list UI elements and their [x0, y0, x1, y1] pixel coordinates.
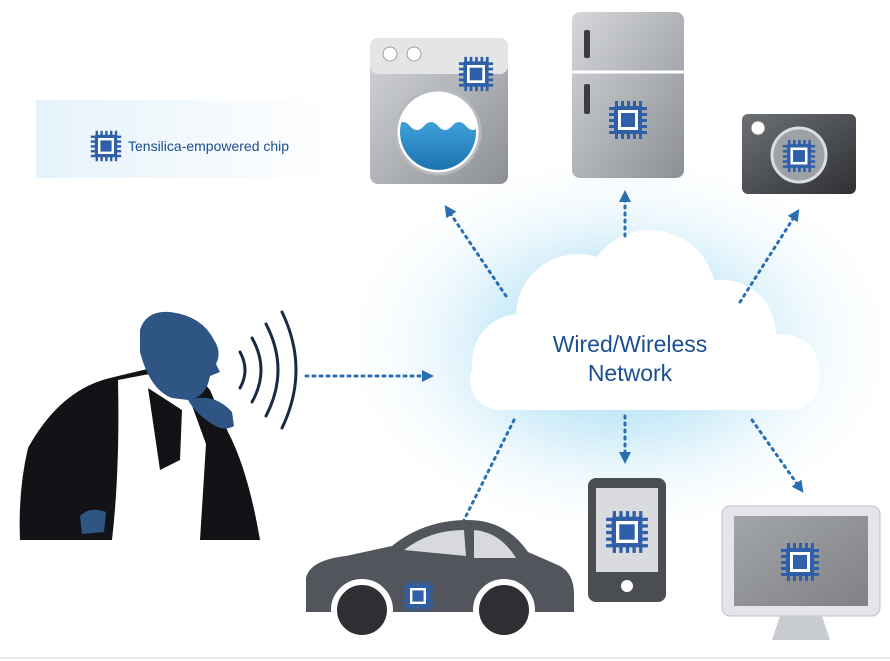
car-chip-icon	[402, 580, 434, 612]
arrow-to-camera	[738, 208, 800, 304]
smartphone	[588, 478, 666, 602]
washing-machine	[370, 38, 508, 184]
camera	[742, 114, 856, 194]
legend: Tensilica-empowered chip	[90, 130, 289, 162]
fridge-chip-icon	[609, 101, 647, 139]
cloud-shape	[470, 230, 820, 410]
monitor	[721, 505, 881, 640]
washer-chip-icon	[458, 56, 494, 92]
phone-chip-icon	[606, 511, 648, 553]
camera-chip-icon	[782, 139, 816, 173]
network-label: Wired/Wireless Network	[510, 330, 750, 388]
chip-icon	[90, 130, 122, 162]
car	[306, 520, 574, 641]
arrow-to-monitor	[750, 418, 804, 493]
network-label-line2: Network	[587, 360, 673, 386]
arrow-to-car	[457, 418, 516, 534]
legend-label: Tensilica-empowered chip	[128, 138, 290, 154]
arrow-to-washer	[444, 205, 508, 298]
refrigerator	[572, 12, 684, 178]
sound-waves	[238, 310, 298, 430]
legend-backdrop	[36, 100, 336, 178]
person-silhouette	[19, 311, 260, 540]
monitor-chip-icon	[781, 543, 819, 581]
network-label-line1: Wired/Wireless	[552, 331, 708, 357]
